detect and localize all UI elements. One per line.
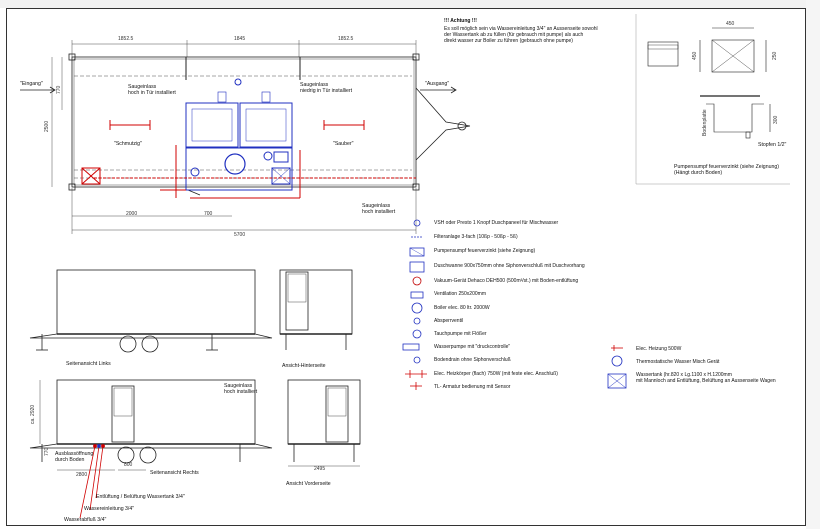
suction-bottom-label: Saugeinlass hoch installiert xyxy=(362,203,396,215)
legend-item: TL- Armatur bedienung mit Sensor xyxy=(434,384,511,390)
tow-bar xyxy=(415,87,471,161)
dim-800: 800 xyxy=(124,462,133,468)
exit-label: "Ausgang" xyxy=(425,81,450,87)
dim-bottom-2: 700 xyxy=(204,211,213,217)
side-left-title: Seitenansicht Links xyxy=(66,361,111,367)
front-view-title: Ansicht Vorderseite xyxy=(286,481,331,487)
vent-label: Entlüftung / Belüftung Wassertank 3/4" xyxy=(96,494,185,500)
pump-dim-w: 450 xyxy=(726,21,735,27)
legend-item: Boiler elec. 80 ltr. 2000W xyxy=(434,305,490,311)
legend-item: Bodendrain ohne Siphonverschluß xyxy=(434,357,511,363)
floor-label: Bodenplatte xyxy=(702,109,708,136)
top-bar xyxy=(0,0,820,8)
pump-dim-depth: 300 xyxy=(773,115,779,124)
front-view-body xyxy=(287,379,361,445)
right-scroll-area xyxy=(806,0,820,529)
plug-label: Stopfen 1/2" xyxy=(758,142,787,148)
dim-bottom-1: 2000 xyxy=(126,211,138,217)
legend-item: VSH oder Presto 1 Knopf Duschpaneel für … xyxy=(434,220,559,226)
legend-item: Absperrventil xyxy=(434,318,464,324)
legend-item: Wasserpumpe mit "druckcontrolle" xyxy=(434,344,511,350)
dim-2495: 2495 xyxy=(314,466,326,472)
suction-right-label: Saugeinlass niedrig in Tür installiert xyxy=(300,82,353,94)
suction-left-label: Saugeinlass hoch in Tür installiert xyxy=(128,84,176,96)
shower-cabin-left xyxy=(185,102,239,148)
legend2-item: Thermostatische Wasser Misch Gerät xyxy=(636,359,720,365)
clean-zone-label: "Sauber" xyxy=(333,141,354,147)
inlet-label: Wassereinleitung 3/4" xyxy=(84,506,135,512)
plan-outline xyxy=(71,56,417,188)
drain-opening-label: Ausblassöffnung durch Boden xyxy=(55,451,94,463)
shower-cabin-right xyxy=(239,102,293,148)
side-left-body xyxy=(56,269,256,335)
pump-sump-section xyxy=(706,103,764,133)
legend2-item: Wassertank (hr.820 x Lg.1100 x H.1200mm … xyxy=(636,372,776,384)
legend-item: Pumpensumpf feuerverzinkt (siehe Zeignun… xyxy=(434,248,536,254)
dim-side-small: 770 xyxy=(56,85,62,94)
pump-dim-side: 250 xyxy=(772,51,778,60)
tech-room xyxy=(185,147,293,191)
legend-item: Tauchpumpe mit Flößer xyxy=(434,331,487,337)
dim-height: 2500 xyxy=(44,120,50,132)
outlet-label: Wasserabfluß 3/4" xyxy=(64,517,107,523)
notice-body: Es soll möglich sein via Wassereinleitun… xyxy=(444,26,598,45)
dirty-zone-label: "Schmutzig" xyxy=(114,141,142,147)
dim-2920: ca. 2920 xyxy=(30,404,36,424)
dim-top-2: 1845 xyxy=(234,36,246,42)
legend2-item: Elec. Heizung 500W xyxy=(636,346,682,352)
pump-caption: Pumpensumpf feuerverzinkt (siehe Zeignun… xyxy=(674,164,779,176)
pump-sump-side xyxy=(647,41,679,67)
side-right-title: Seitenansicht Rechts xyxy=(150,470,199,476)
rear-view-title: Ansicht-Hinterseite xyxy=(282,363,326,369)
dim-2800: 2800 xyxy=(76,472,88,478)
notice-title: !!! Achtung !!! xyxy=(444,18,477,24)
entrance-label: "Eingang" xyxy=(20,81,43,87)
legend-item: Ventilation 250x200mm xyxy=(434,291,486,297)
legend-item: Filteranlage 3-fach (10ßp - 50ßp - 5ß) xyxy=(434,234,518,240)
legend-item: Vakuum-Gerät Dehaco DEH500 (500m³/st.) m… xyxy=(434,278,579,284)
dim-total: 5700 xyxy=(234,232,246,238)
pump-sump-top xyxy=(711,39,755,73)
suction-side-label: Saugeinlass hoch installiert xyxy=(224,383,258,395)
legend-item: Duschwanne 900x750mm ohne Siphonverschlu… xyxy=(434,263,585,269)
drawing-sheet xyxy=(6,8,806,526)
dim-770-side: 770 xyxy=(44,447,50,456)
dim-top-1: 1852.5 xyxy=(118,36,134,42)
legend-item: Elec. Heizkörper (flach) 750W (mit feste… xyxy=(434,371,558,377)
dim-top-3: 1852.5 xyxy=(338,36,354,42)
pump-dim-h: 450 xyxy=(692,51,698,60)
